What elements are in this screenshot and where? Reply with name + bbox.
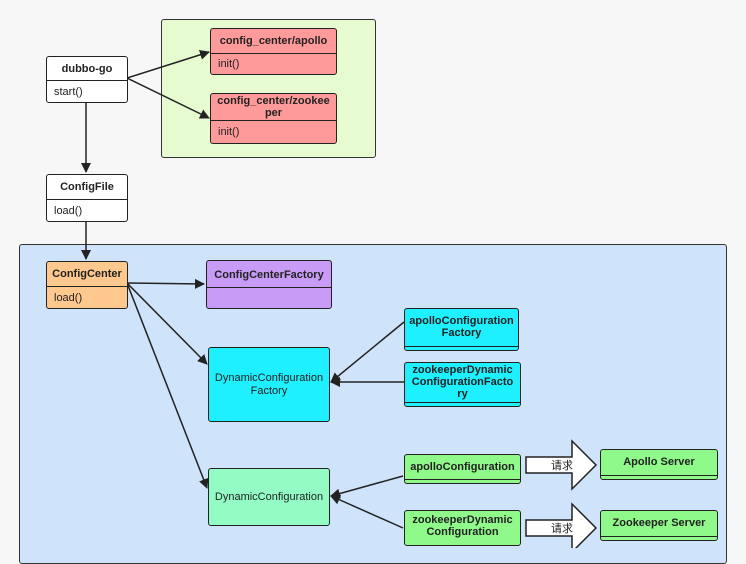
zookeeper-server-title: Zookeeper Server [612, 517, 706, 529]
connector-arrows [81, 49, 598, 548]
arrow-dubbo-to-zookeeper-center [126, 77, 210, 119]
apollo-configuration-factory-title: apolloConfiguration Factory [409, 315, 514, 339]
zookeeper-dynamic-configuration-factory-node[interactable]: zookeeperDynamicConfigurationFactory [404, 362, 521, 407]
zookeeper-config-center-method: init() [218, 126, 240, 138]
config-center-title: ConfigCenter [47, 262, 127, 287]
apollo-server-node[interactable]: Apollo Server [600, 449, 718, 480]
request-arrow-zookeeper-shape [525, 502, 598, 548]
zookeeper-dynamic-configuration-title: zookeeperDynamicConfiguration [412, 514, 513, 538]
config-file-node[interactable]: ConfigFile load() [46, 174, 128, 222]
apollo-server-title: Apollo Server [623, 456, 695, 468]
dubbo-go-title: dubbo-go [47, 57, 127, 81]
arrow-apollo-config-to-dynamic-configuration [330, 475, 404, 499]
apollo-configuration-factory-footer-line [405, 346, 518, 347]
arrow-zookeeper-config-to-dynamic-configuration [330, 495, 404, 529]
zookeeper-config-center-node[interactable]: config_center/zookeeper init() [210, 93, 337, 144]
zookeeper-server-footer-line [601, 536, 717, 537]
arrow-center-to-factory [126, 278, 205, 289]
dubbo-go-method: start() [54, 85, 83, 98]
zookeeper-dynamic-configuration-factory-title: zookeeperDynamicConfigurationFactory [411, 363, 514, 400]
request-label-apollo: 请求 [551, 460, 573, 472]
config-center-node[interactable]: ConfigCenter load() [46, 261, 128, 309]
arrow-center-to-dynamic-factory [126, 282, 208, 365]
dynamic-configuration-factory-node[interactable]: DynamicConfiguration Factory [208, 347, 330, 422]
config-center-factory-node[interactable]: ConfigCenterFactory [206, 260, 332, 309]
arrow-apollo-factory-to-dynamic-factory [330, 321, 405, 383]
apollo-configuration-footer-line [405, 479, 520, 480]
apollo-config-center-node[interactable]: config_center/apollo init() [210, 28, 337, 75]
arrow-center-to-dynamic-configuration [126, 282, 209, 489]
zookeeper-config-center-title: config_center/zookeeper [211, 94, 336, 121]
config-center-factory-footer-line [207, 287, 331, 288]
dubbo-go-node[interactable]: dubbo-go start() [46, 56, 128, 103]
request-arrow-apollo-shape [525, 439, 598, 491]
apollo-server-footer-line [601, 475, 717, 476]
zookeeper-dynamic-configuration-node[interactable]: zookeeperDynamicConfiguration [404, 510, 521, 546]
dynamic-configuration-node[interactable]: DynamicConfiguration [208, 468, 330, 526]
apollo-configuration-title: apolloConfiguration [410, 460, 515, 473]
apollo-configuration-node[interactable]: apolloConfiguration [404, 454, 521, 484]
apollo-config-center-title: config_center/apollo [211, 29, 336, 54]
config-file-method: load() [54, 204, 83, 217]
apollo-configuration-factory-node[interactable]: apolloConfiguration Factory [404, 308, 519, 351]
arrow-dubbo-to-apollo-center [126, 49, 210, 79]
config-center-factory-title: ConfigCenterFactory [214, 268, 324, 281]
apollo-config-center-method: init() [218, 58, 240, 70]
config-file-title: ConfigFile [47, 175, 127, 200]
zookeeper-dynamic-configuration-factory-footer-line [405, 402, 520, 403]
request-label-zookeeper: 请求 [551, 523, 573, 535]
config-center-method: load() [54, 291, 83, 304]
zookeeper-server-node[interactable]: Zookeeper Server [600, 510, 718, 541]
